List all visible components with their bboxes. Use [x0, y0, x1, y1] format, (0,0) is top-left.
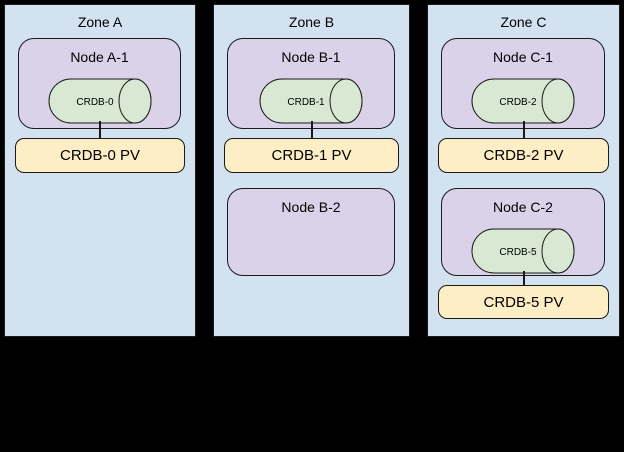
node-c-2: Node C-2 CRDB-5	[441, 188, 605, 276]
pv-box-crdb-5: CRDB-5 PV	[438, 285, 609, 319]
zone-label: Zone B	[288, 14, 335, 30]
pv-box-crdb-1: CRDB-1 PV	[224, 138, 399, 173]
connector-line	[522, 271, 525, 286]
cylinder-label: CRDB-1	[287, 97, 325, 108]
node-c-1: Node C-1 CRDB-2	[441, 38, 605, 129]
cylinder-label: CRDB-5	[499, 247, 537, 258]
database-cylinder-icon: CRDB-1	[259, 78, 363, 124]
zone-c: Zone C Node C-1 CRDB-2 CRDB-2 PV Node C-…	[427, 4, 620, 337]
node-label: Node A-1	[70, 49, 129, 65]
database-cylinder-icon: CRDB-2	[471, 78, 575, 124]
node-b-1: Node B-1 CRDB-1	[227, 38, 395, 129]
node-label: Node B-2	[281, 199, 341, 215]
connector-line	[310, 121, 313, 139]
cylinder-label: CRDB-2	[499, 97, 537, 108]
node-label: Node B-1	[281, 49, 341, 65]
zone-label: Zone A	[77, 14, 123, 30]
node-b-2: Node B-2	[227, 188, 395, 276]
node-label: Node C-2	[493, 199, 553, 215]
database-cylinder-icon: CRDB-0	[48, 78, 151, 124]
zone-b: Zone B Node B-1 CRDB-1 CRDB-1 PV Node B-…	[213, 4, 410, 337]
cylinder-label: CRDB-0	[76, 97, 114, 108]
connector-line	[99, 121, 101, 139]
zone-a: Zone A Node A-1 CRDB-0 CRDB-0 PV	[4, 4, 196, 337]
pv-box-crdb-0: CRDB-0 PV	[15, 138, 185, 173]
node-label: Node C-1	[493, 49, 553, 65]
connector-line	[522, 121, 525, 139]
node-a-1: Node A-1 CRDB-0	[18, 38, 181, 129]
zone-label: Zone C	[500, 14, 547, 30]
database-cylinder-icon: CRDB-5	[471, 228, 575, 274]
pv-box-crdb-2: CRDB-2 PV	[438, 138, 609, 173]
